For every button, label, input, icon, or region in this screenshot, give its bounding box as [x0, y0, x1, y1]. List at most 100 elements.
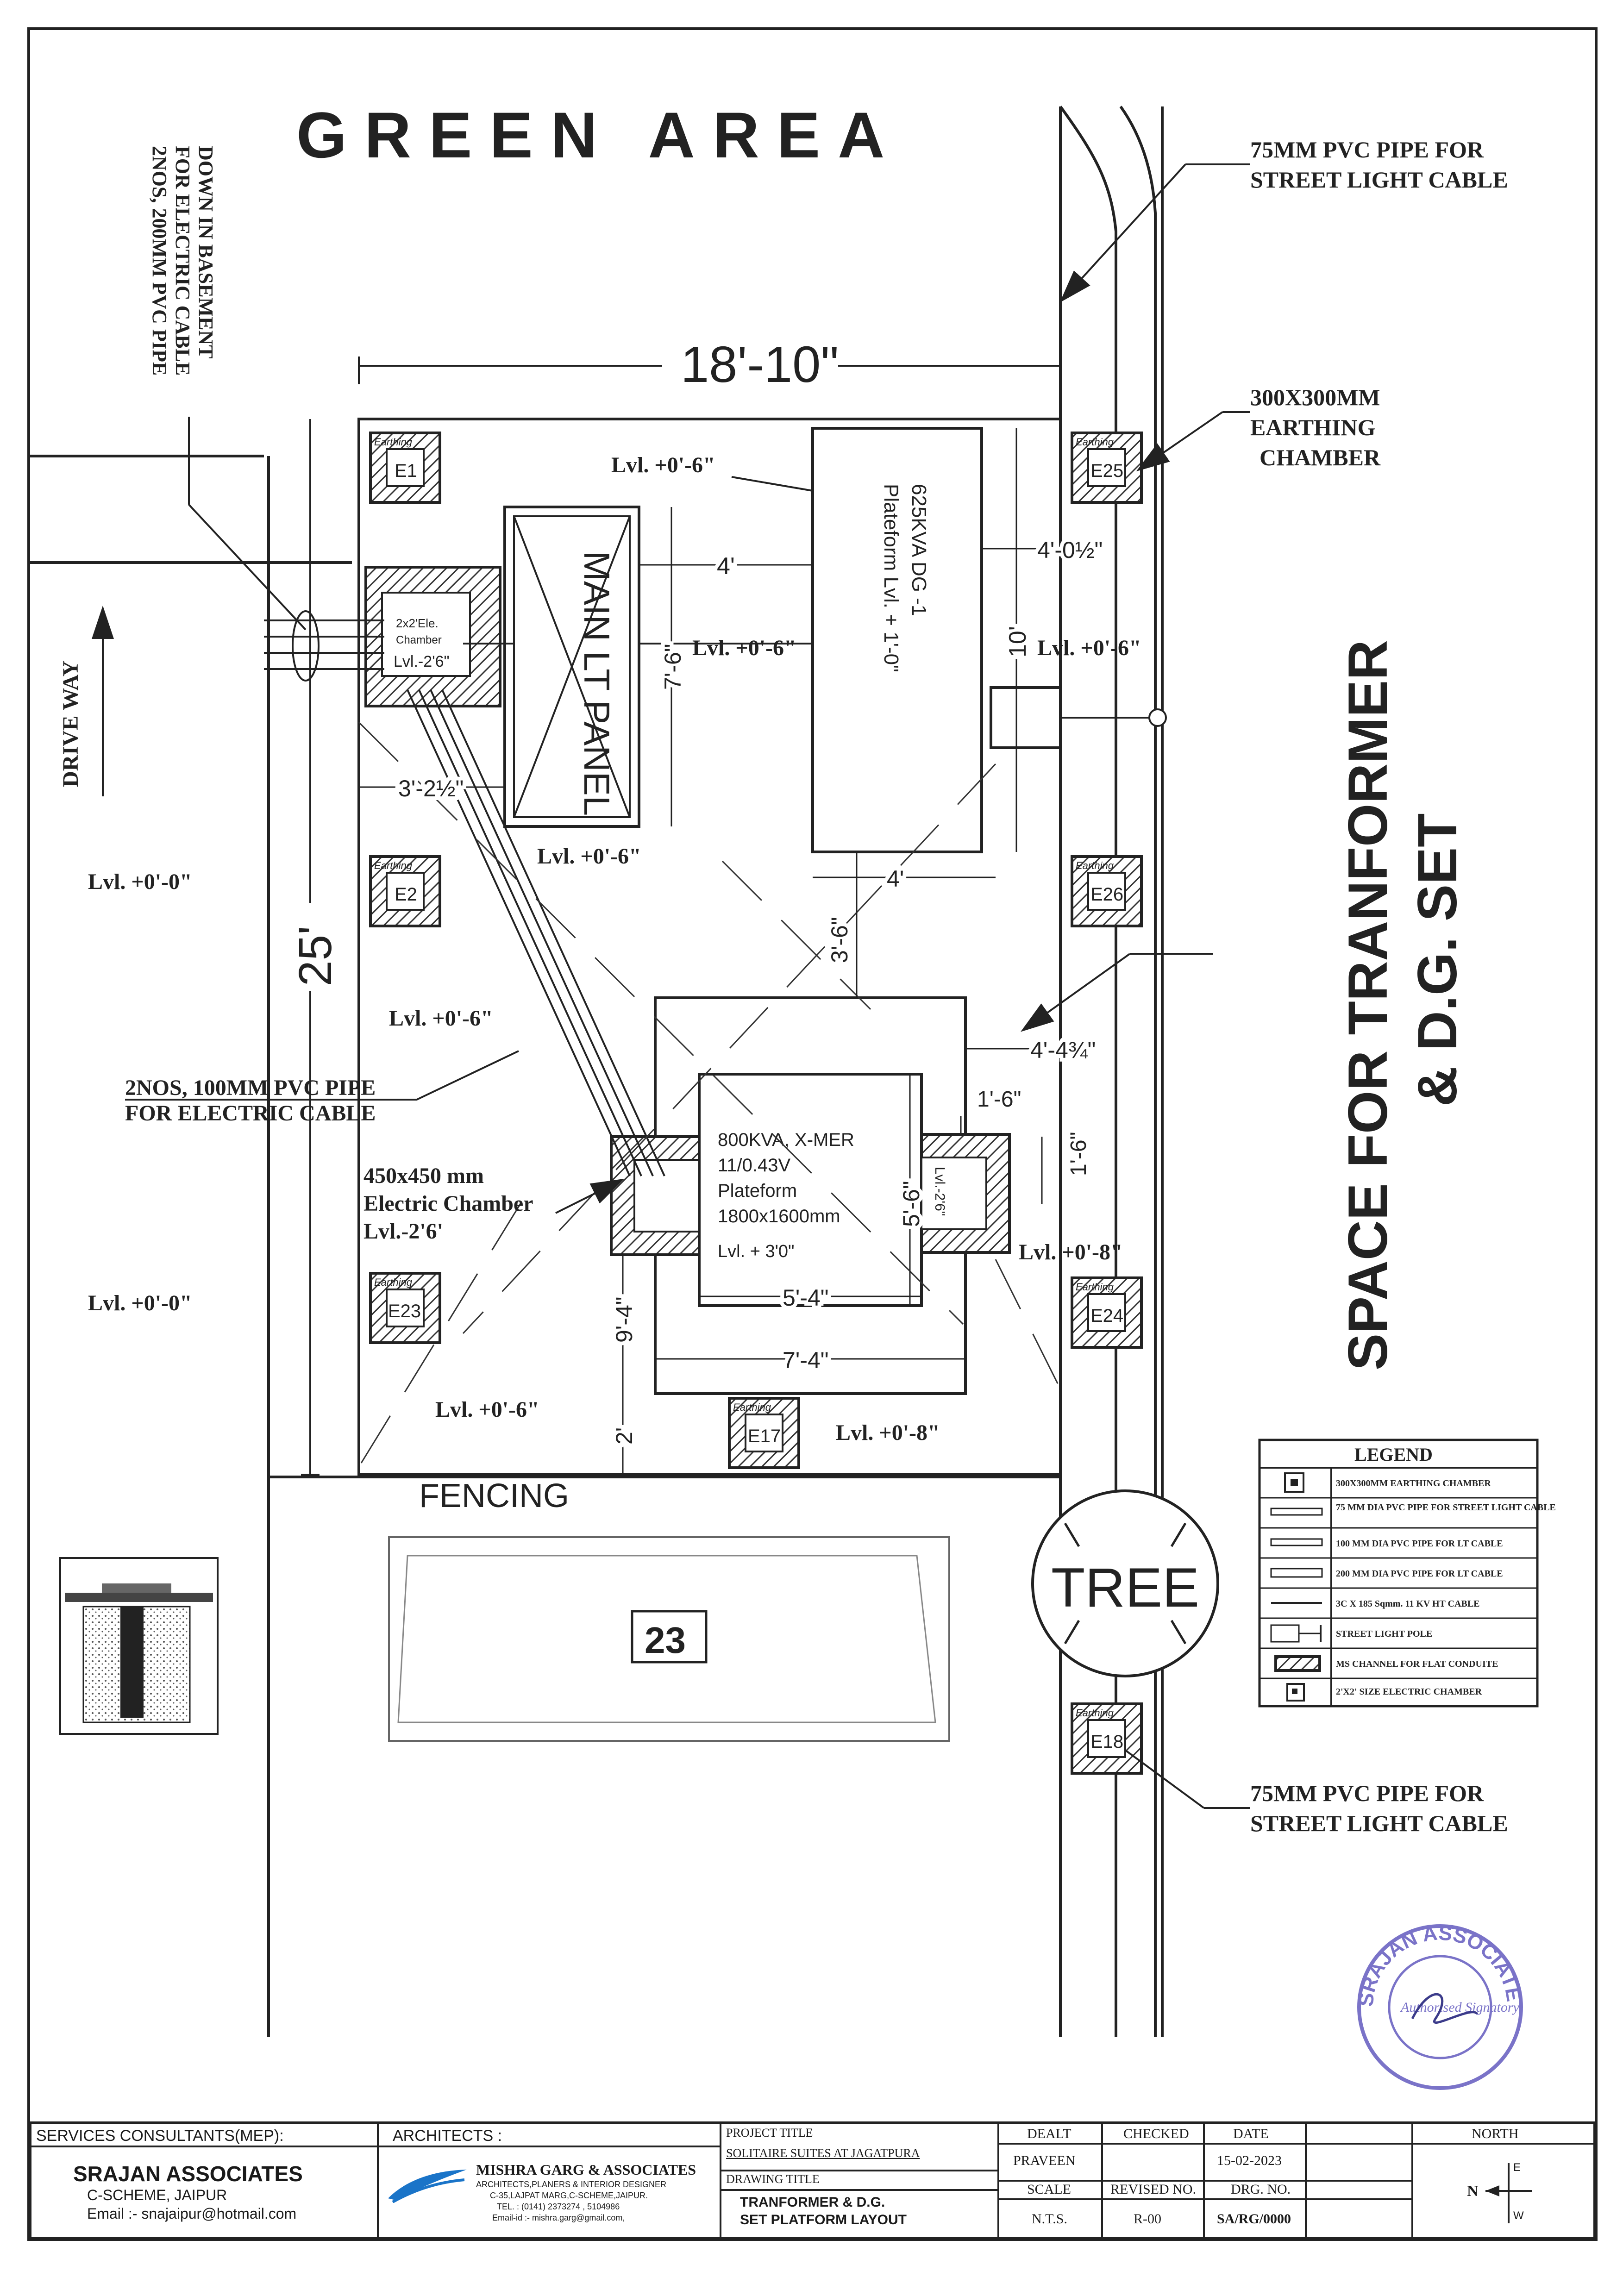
- date-header: DATE: [1233, 2126, 1269, 2141]
- architect-subtitle: ARCHITECTS,PLANERS & INTERIOR DESIGNER: [476, 2180, 667, 2189]
- svg-text:STREET LIGHT CABLE: STREET LIGHT CABLE: [1250, 167, 1508, 193]
- svg-text:Lvl.-2'6": Lvl.-2'6": [932, 1167, 947, 1216]
- level-label: Lvl. +0'-8": [836, 1420, 940, 1445]
- level-label: Lvl. +0'-0": [88, 1291, 192, 1315]
- plot-number: 23: [645, 1620, 686, 1661]
- section-detail-thumbnail: [59, 1557, 219, 1735]
- pipe-100-note: 2NOS, 100MM PVC PIPE FOR ELECTRIC CABLE: [125, 1050, 519, 1126]
- project-title: SOLITAIRE SUITES AT JAGATPURA: [726, 2146, 920, 2160]
- architect-address: C-35,LAJPAT MARG,C-SCHEME,JAIPUR.: [490, 2191, 648, 2200]
- earthing-chamber-e1: Earthing E1: [369, 432, 441, 504]
- earthing-chamber-e17: Earthing E17: [728, 1397, 800, 1469]
- svg-text:300X300MM: 300X300MM: [1250, 384, 1380, 410]
- street-light-pipe-note-bottom: 75MM PVC PIPE FOR STREET LIGHT CABLE: [1124, 1749, 1508, 1836]
- level-label: Lvl. +0'-8": [1019, 1240, 1123, 1264]
- svg-text:MAIN LT PANEL: MAIN LT PANEL: [577, 551, 617, 816]
- svg-text:E2: E2: [395, 884, 417, 905]
- svg-text:Lvl. + 3'0": Lvl. + 3'0": [718, 1242, 794, 1261]
- svg-text:2NOS, 200MM PVC PIPE: 2NOS, 200MM PVC PIPE: [148, 146, 171, 375]
- svg-text:& D.G. SET: & D.G. SET: [1406, 813, 1468, 1107]
- services-header: SERVICES CONSULTANTS(MEP):: [36, 2127, 284, 2145]
- legend-item: MS CHANNEL FOR FLAT CONDUITE: [1336, 1659, 1498, 1669]
- level-label: Lvl. +0'-6": [389, 1006, 493, 1031]
- ms-channel-left: [610, 1135, 701, 1256]
- svg-text:DOWN IN BASEMENT: DOWN IN BASEMENT: [194, 146, 217, 359]
- dim-10: 10': [1004, 626, 1031, 657]
- dim-1-6a: 1'-6": [977, 1087, 1021, 1112]
- svg-text:625KVA DG -1: 625KVA DG -1: [908, 484, 930, 616]
- dg-exhaust-box: [990, 686, 1062, 749]
- title-block: SERVICES CONSULTANTS(MEP): SRAJAN ASSOCI…: [29, 2121, 1596, 2240]
- architect-logo: [388, 2170, 467, 2203]
- plot-number-box: [631, 1610, 708, 1664]
- svg-text:Earthing: Earthing: [1076, 860, 1114, 871]
- svg-text:75MM PVC PIPE FOR: 75MM PVC PIPE FOR: [1250, 1780, 1484, 1806]
- company-stamp: SRAJAN ASSOCIATES, JAIPUR Authorised Sig…: [0, 0, 1525, 2090]
- green-area-label: GREEN AREA: [296, 99, 902, 171]
- svg-text:2NOS, 100MM PVC PIPE: 2NOS, 100MM PVC PIPE: [125, 1076, 376, 1100]
- svg-text:Chamber: Chamber: [396, 634, 442, 646]
- svg-text:CHAMBER: CHAMBER: [1260, 444, 1381, 470]
- drawing-title-header: DRAWING TITLE: [726, 2172, 820, 2186]
- street-light-pipe-note-top: 75MM PVC PIPE FOR STREET LIGHT CABLE: [1059, 137, 1508, 303]
- dg-set-625kva: 625KVA DG -1 Plateform Lvl. + 1'-0": [731, 427, 983, 853]
- dim-3-2-half: 3'-2½": [398, 776, 464, 801]
- svg-text:E17: E17: [748, 1426, 781, 1446]
- dim-4: 4': [717, 553, 735, 580]
- main-lt-panel: MAIN LT PANEL: [503, 506, 640, 828]
- dealt-value: PRAVEEN: [1013, 2153, 1076, 2168]
- legend-item: 300X300MM EARTHING CHAMBER: [1336, 1478, 1491, 1489]
- dim-4-4-3q: 4'-4¾": [1030, 1037, 1096, 1063]
- drg-header: DRG. NO.: [1231, 2182, 1291, 2197]
- dim-7-4: 7'-4": [783, 1347, 829, 1373]
- space-for-transformer-title: SPACE FOR TRANFORMER & D.G. SET: [1337, 640, 1468, 1370]
- legend-item: STREET LIGHT POLE: [1336, 1629, 1432, 1639]
- drg-value: SA/RG/0000: [1217, 2211, 1291, 2227]
- dim-height-total: 25': [289, 926, 341, 986]
- svg-text:Earthing: Earthing: [374, 436, 413, 448]
- services-email: Email :- snajaipur@hotmail.com: [87, 2205, 297, 2222]
- fencing-label: FENCING: [419, 1477, 569, 1514]
- svg-text:Plateform Lvl. + 1'-0": Plateform Lvl. + 1'-0": [880, 484, 902, 672]
- earthing-chamber-note: 300X300MM EARTHING CHAMBER: [1136, 384, 1381, 472]
- electric-chamber-note: 450x450 mm Electric Chamber Lvl.-2'6': [363, 1164, 625, 1244]
- svg-text:75MM PVC PIPE FOR: 75MM PVC PIPE FOR: [1250, 137, 1484, 163]
- svg-text:Earthing: Earthing: [1076, 436, 1114, 448]
- svg-text:EARTHING: EARTHING: [1250, 414, 1376, 440]
- svg-text:Earthing: Earthing: [374, 860, 413, 871]
- svg-text:E26: E26: [1090, 884, 1123, 905]
- svg-text:Lvl.-2'6': Lvl.-2'6': [363, 1219, 443, 1244]
- svg-text:Electric Chamber: Electric Chamber: [363, 1191, 533, 1216]
- dim-7-6: 7'-6": [660, 644, 686, 690]
- dim-width-total: 18'-10": [681, 336, 839, 393]
- svg-text:DRIVE WAY: DRIVE WAY: [58, 661, 83, 787]
- revised-header: REVISED NO.: [1110, 2182, 1196, 2197]
- legend-item: 2'X2' SIZE ELECTRIC CHAMBER: [1336, 1687, 1482, 1697]
- level-label: Lvl. +0'-6": [435, 1397, 539, 1422]
- scale-value: N.T.S.: [1032, 2211, 1067, 2227]
- level-label: Lvl. +0'-6": [1037, 636, 1141, 660]
- svg-text:800KVA, X-MER: 800KVA, X-MER: [718, 1130, 854, 1150]
- svg-text:E24: E24: [1090, 1306, 1123, 1326]
- platform-enclosure: [357, 418, 1062, 1476]
- project-title-header: PROJECT TITLE: [726, 2126, 813, 2140]
- architect-tel: TEL. : (0141) 2373274 , 5104986: [497, 2202, 620, 2211]
- pipe-200-note: 2NOS, 200MM PVC PIPE FOR ELECTRIC CABLE …: [148, 146, 217, 375]
- legend: LEGEND 300X300MM EARTHING CHAMBER 75 MM …: [1258, 1439, 1556, 1708]
- earthing-chamber-e24: Earthing E24: [1071, 1276, 1143, 1349]
- checked-header: CHECKED: [1123, 2126, 1189, 2141]
- svg-text:Plateform: Plateform: [718, 1181, 797, 1201]
- svg-text:TREE: TREE: [1051, 1557, 1199, 1619]
- earthing-chamber-e18: Earthing E18: [1071, 1702, 1143, 1775]
- svg-text:Earthing: Earthing: [733, 1401, 771, 1413]
- dim-2: 2': [611, 1427, 637, 1445]
- north-arrow: N E W: [1467, 2161, 1532, 2223]
- svg-text:2x2'Ele.: 2x2'Ele.: [396, 616, 439, 630]
- dim-5-6: 5'-6": [898, 1181, 924, 1227]
- svg-text:11/0.43V: 11/0.43V: [718, 1155, 790, 1176]
- dealt-header: DEALT: [1027, 2126, 1072, 2141]
- legend-item: 200 MM DIA PVC PIPE FOR LT CABLE: [1336, 1569, 1503, 1579]
- drawing-title-line1: TRANFORMER & D.G.: [740, 2195, 885, 2210]
- pvc-pipe-bundle: [264, 610, 384, 682]
- legend-item: 75 MM DIA PVC PIPE FOR STREET LIGHT CABL…: [1336, 1502, 1556, 1513]
